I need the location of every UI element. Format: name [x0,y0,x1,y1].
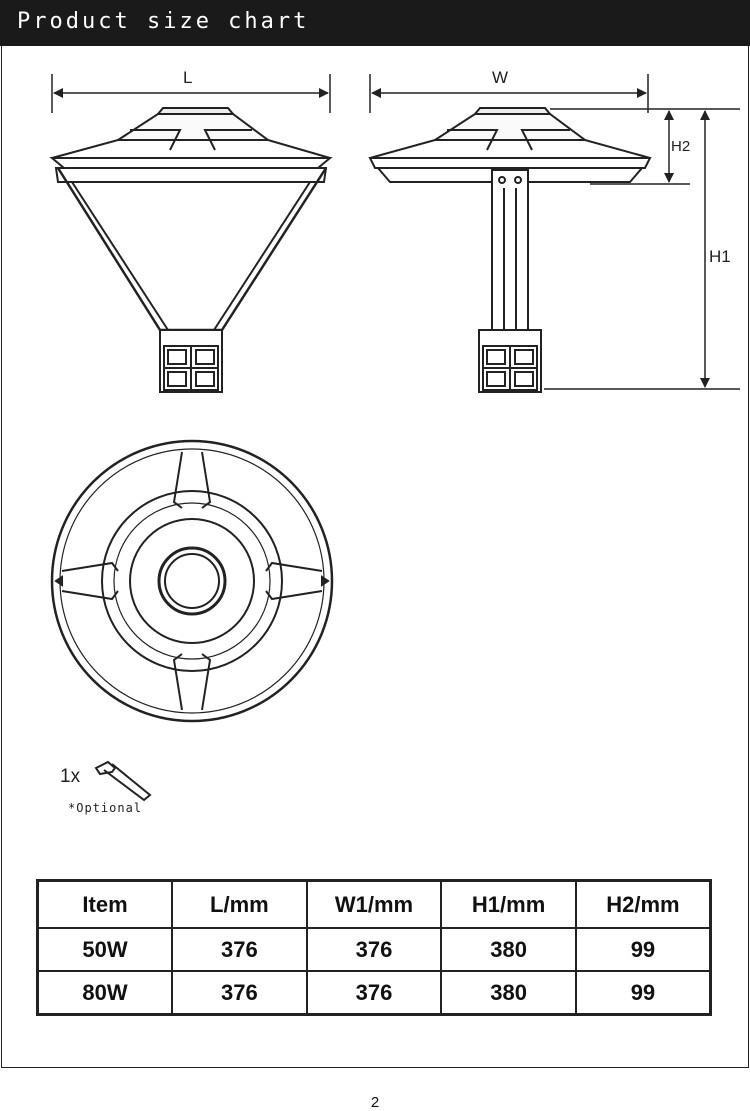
table-cell: 99 [574,927,712,972]
technical-drawings: L H2 H1 W [0,46,750,846]
table-cell: 376 [171,927,308,972]
section-header: Product size chart [0,0,750,46]
table-cell: 80W [36,970,174,1016]
table-cell: 50W [36,927,174,972]
table-cell: 380 [440,970,577,1016]
size-spec-table: Item L/mm W1/mm H1/mm H2/mm 50W 376 376 … [36,879,712,1016]
top-view-drawing [50,439,334,723]
col-header-h1: H1/mm [440,879,577,929]
accessory-note: *Optional [68,801,142,815]
col-header-l: L/mm [171,879,308,929]
side-view-drawing [368,74,740,393]
allen-key-icon [94,760,152,802]
col-header-w1: W1/mm [305,879,443,929]
dim-label-w: W [492,68,508,87]
dim-label-h2: H2 [671,138,690,155]
table-row: 80W 376 376 380 99 [36,970,712,1016]
page-number: 2 [370,1094,380,1111]
table-row: 50W 376 376 380 99 [36,927,712,972]
col-header-h2: H2/mm [574,879,712,929]
table-cell: 99 [574,970,712,1016]
table-cell: 380 [440,927,577,972]
header-title: Product size chart [17,9,310,34]
col-header-item: Item [36,879,174,929]
table-cell: 376 [305,970,443,1016]
table-cell: 376 [305,927,443,972]
dim-label-h1: H1 [709,247,731,266]
drawing-canvas: L H2 H1 W [49,68,740,815]
accessory-quantity: 1x [60,766,81,787]
table-header-row: Item L/mm W1/mm H1/mm H2/mm [36,879,712,929]
table-cell: 376 [171,970,308,1016]
dim-label-l: L [183,68,192,87]
front-view-drawing [49,74,333,393]
